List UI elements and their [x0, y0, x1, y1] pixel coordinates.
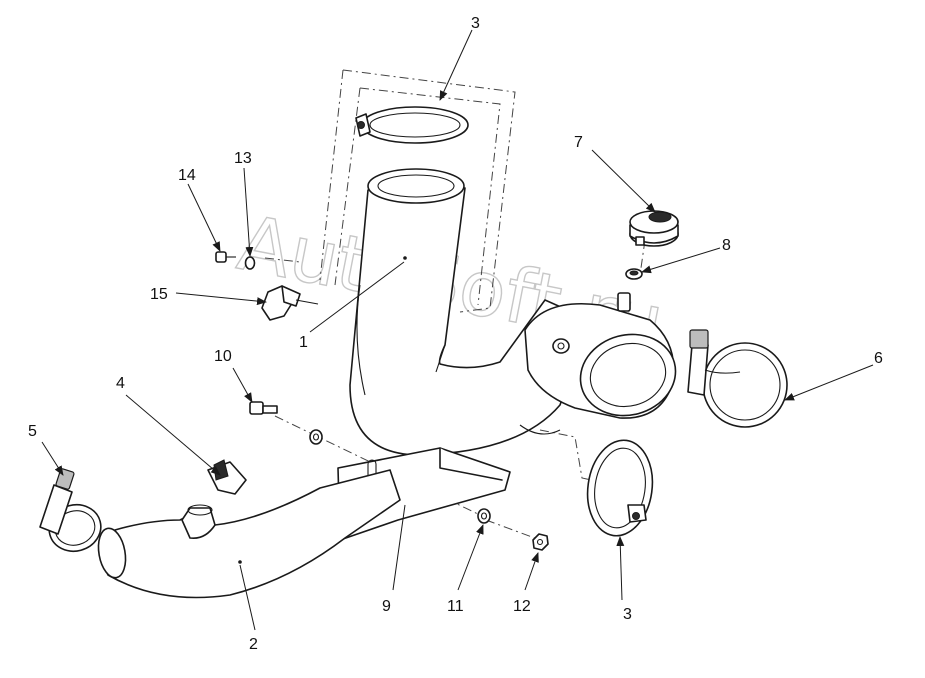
callout-3-bottom: 3 [623, 606, 632, 623]
part-3-clamp-bottom [586, 439, 654, 537]
leader-lines [41, 29, 874, 631]
exploded-axes [264, 239, 646, 541]
callout-6: 6 [874, 350, 883, 367]
callout-10: 10 [214, 348, 232, 365]
callout-3-top: 3 [471, 15, 480, 32]
callout-4: 4 [116, 375, 125, 392]
callout-8: 8 [722, 237, 731, 254]
part-2-lower-pipe [97, 469, 401, 599]
part-3-clamp-top [355, 106, 469, 144]
callout-2: 2 [249, 636, 258, 653]
part-10-bolt [249, 401, 278, 415]
callout-numbers: 3 1 2 4 5 6 7 8 9 11 12 3 10 13 14 15 [28, 15, 883, 653]
part-5-hose-clamp [39, 468, 102, 553]
part-6-hose-clamp [687, 329, 788, 428]
callout-1: 1 [299, 334, 308, 351]
part-7-cap [629, 210, 679, 247]
part-13-washer [244, 256, 256, 270]
part-12-nut [532, 533, 549, 551]
part-4-fitting [207, 459, 247, 495]
part-15-sensor [261, 285, 319, 321]
callout-5: 5 [28, 423, 37, 440]
part-1-elbow-pipe [349, 168, 591, 456]
callout-7: 7 [574, 134, 583, 151]
callout-15: 15 [150, 286, 168, 303]
part-14-bolt [215, 251, 236, 263]
callout-9: 9 [382, 598, 391, 615]
part-11-washer [477, 508, 491, 524]
part-10-washer [309, 429, 323, 445]
callout-13: 13 [234, 150, 252, 167]
part-8-washer [625, 268, 643, 280]
callout-14: 14 [178, 167, 196, 184]
callout-11: 11 [447, 598, 464, 615]
right-junction-housing [519, 292, 677, 435]
callout-12: 12 [513, 598, 531, 615]
